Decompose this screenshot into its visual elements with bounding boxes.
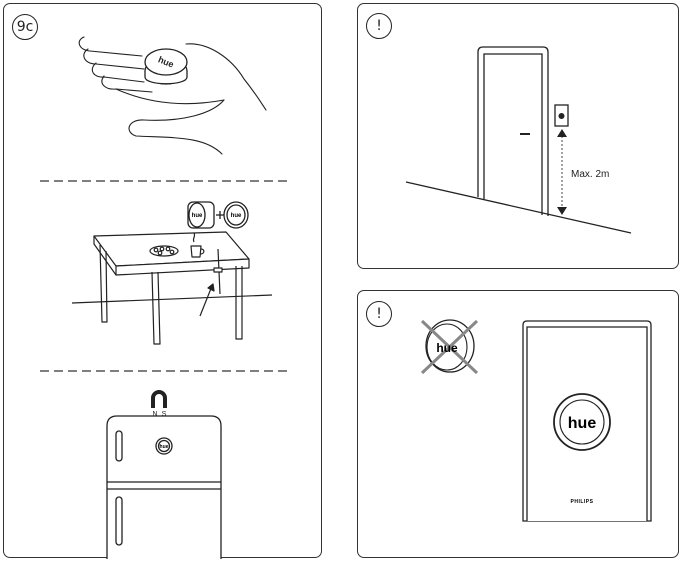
step-9c-panel: 9c hue hue hue xyxy=(3,3,322,559)
crossed-out-button-icon xyxy=(420,319,479,375)
arrow-down-icon xyxy=(557,207,567,215)
hue-logo-small-1: hue xyxy=(192,213,203,219)
hue-logo-small-2: hue xyxy=(231,213,242,219)
svg-text:N: N xyxy=(152,411,157,418)
wall-plate-illustration: hue hue PHILIPS xyxy=(420,319,652,522)
warning-badge-top: ! xyxy=(366,13,392,39)
hue-button-in-hand xyxy=(144,48,188,85)
step-number-badge: 9c xyxy=(12,14,38,40)
fridge-illustration xyxy=(106,415,222,559)
warning-badge-bottom: ! xyxy=(366,301,392,327)
magnet-icon: N S xyxy=(151,390,167,418)
philips-logo: PHILIPS xyxy=(571,499,594,505)
placement-illustrations: hue hue hue xyxy=(40,36,287,559)
svg-text:S: S xyxy=(162,411,167,418)
wall-plate xyxy=(522,320,652,522)
wall-switch xyxy=(554,104,569,127)
floor-line xyxy=(405,181,632,234)
button-plus-mount-icon xyxy=(187,201,249,229)
hand-holding-button-illustration xyxy=(78,36,267,155)
door-leaf xyxy=(483,53,543,215)
door-frame xyxy=(477,46,549,216)
arrow-up-icon xyxy=(557,129,567,137)
hue-logo-on-fridge: hue xyxy=(160,444,169,450)
mounting-height-panel: ! Max. 2m xyxy=(357,3,679,269)
hue-logo-plate: hue xyxy=(568,415,597,432)
wall-plate-panel: ! hue hue PHILIPS xyxy=(357,290,679,558)
door-illustration xyxy=(405,46,632,234)
switch-button xyxy=(558,113,565,119)
hue-logo-crossed: hue xyxy=(436,341,458,355)
table-illustration xyxy=(71,231,273,345)
max-height-label: Max. 2m xyxy=(571,169,610,180)
